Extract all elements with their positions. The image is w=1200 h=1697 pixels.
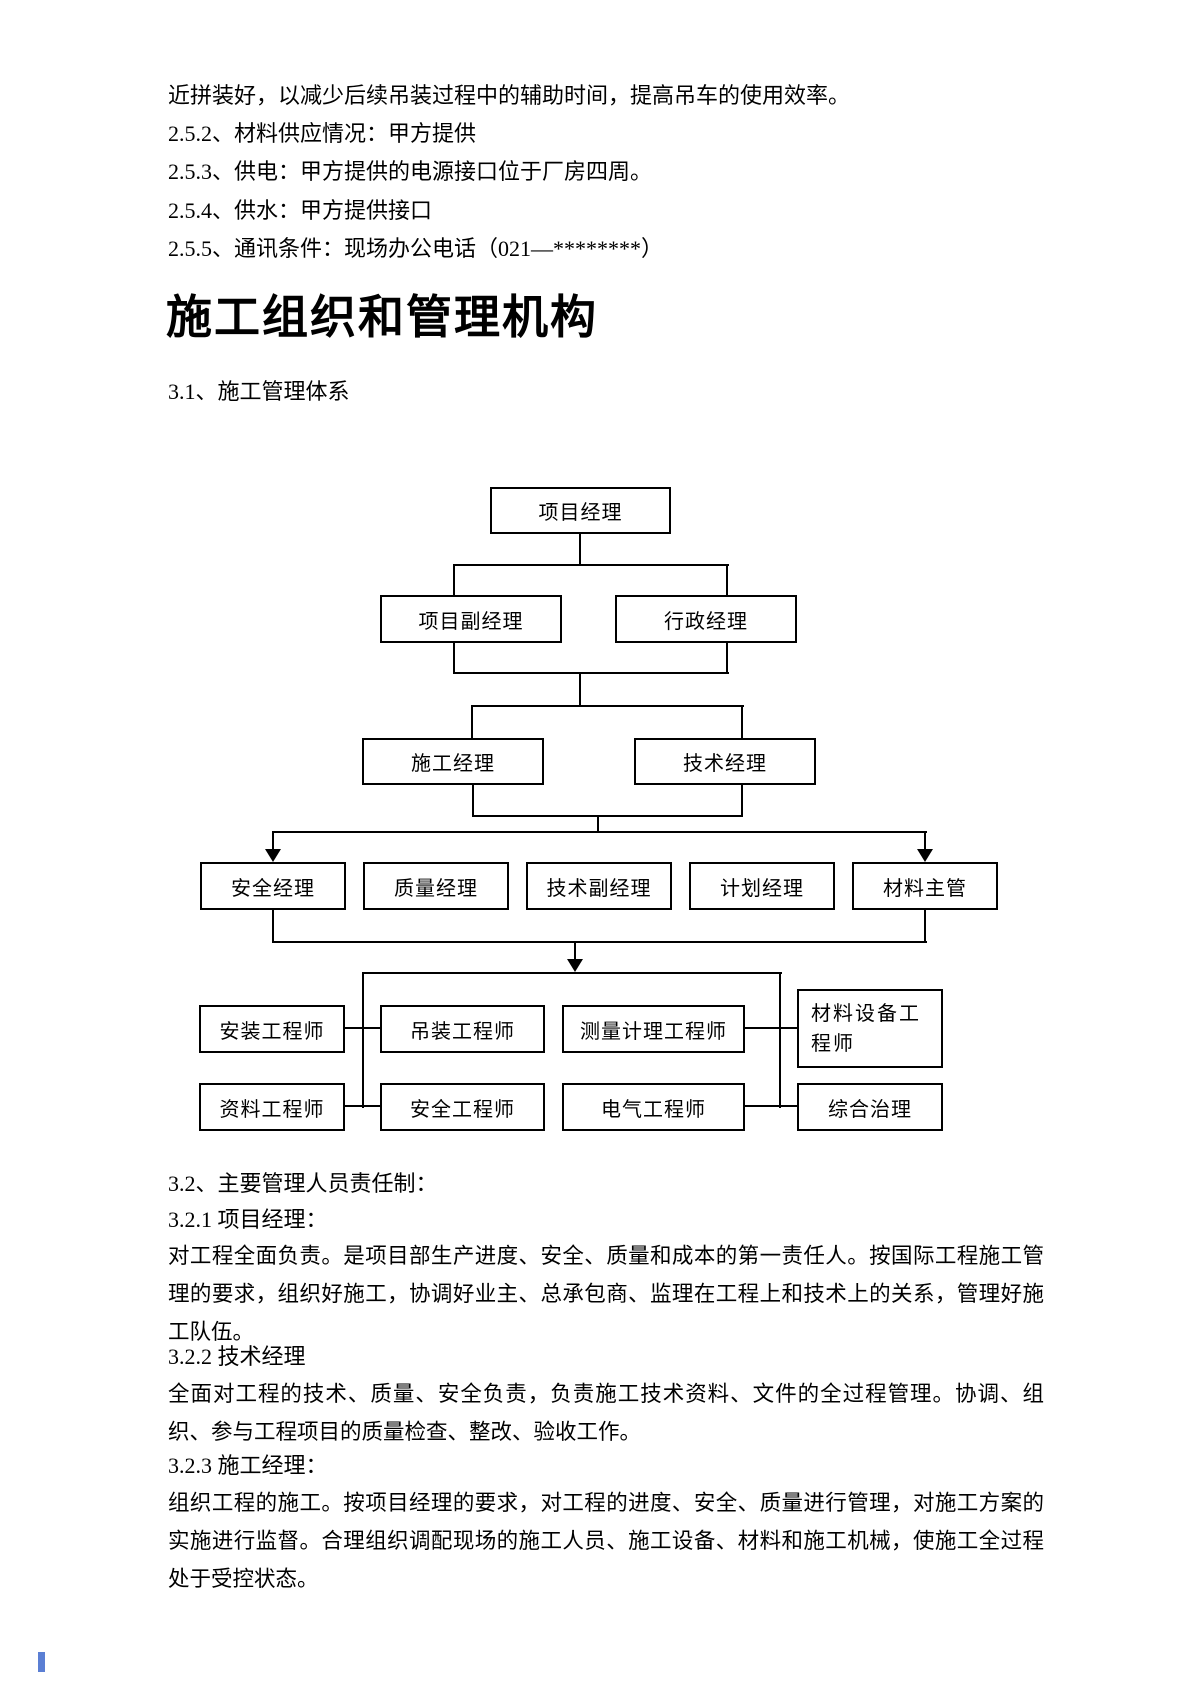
connector — [453, 672, 729, 674]
sub-3-2-1-body: 对工程全面负责。是项目部生产进度、安全、质量和成本的第一责任人。按国际工程施工管… — [168, 1244, 1044, 1344]
connector — [741, 705, 743, 739]
sub-3-2-1-title: 3.2.1 项目经理： — [168, 1207, 328, 1232]
org-box-technical-manager: 技术经理 — [634, 738, 816, 785]
org-box-installation-engineer: 安装工程师 — [199, 1005, 345, 1053]
connector — [345, 1105, 381, 1107]
org-box-deputy-project-manager: 项目副经理 — [380, 595, 562, 643]
item-2-5-2: 2.5.2、材料供应情况：甲方提供 — [168, 121, 477, 146]
connector — [726, 564, 728, 596]
connector — [597, 815, 599, 833]
org-box-lifting-engineer: 吊装工程师 — [380, 1005, 545, 1053]
connector — [779, 972, 781, 1108]
connector — [471, 705, 744, 707]
connector — [579, 534, 581, 566]
connector — [272, 831, 927, 833]
org-box-material-supervisor: 材料主管 — [852, 862, 998, 910]
connector — [924, 910, 926, 943]
connector — [472, 785, 474, 817]
connector — [726, 643, 728, 674]
connector — [745, 1105, 798, 1107]
connector — [453, 564, 729, 566]
org-box-electrical-engineer: 电气工程师 — [562, 1083, 745, 1131]
scan-artifact-mark — [38, 1652, 45, 1672]
connector — [741, 785, 743, 817]
sub-3-2-2-body: 全面对工程的技术、质量、安全负责，负责施工技术资料、文件的全过程管理。协调、组织… — [168, 1382, 1044, 1444]
org-box-safety-engineer: 安全工程师 — [380, 1083, 545, 1131]
org-box-survey-engineer: 测量计理工程师 — [562, 1005, 745, 1053]
item-2-5-5: 2.5.5、通讯条件：现场办公电话（021—********） — [168, 236, 664, 261]
connector — [453, 564, 455, 596]
org-box-document-engineer: 资料工程师 — [199, 1083, 345, 1131]
org-box-quality-manager: 质量经理 — [363, 862, 509, 910]
org-box-deputy-technical-manager: 技术副经理 — [526, 862, 672, 910]
section-3-1-title: 3.1、施工管理体系 — [168, 379, 350, 404]
sub-3-2-3-title: 3.2.3 施工经理： — [168, 1453, 328, 1478]
connector — [272, 910, 274, 943]
connector — [472, 815, 743, 817]
org-box-construction-manager: 施工经理 — [362, 738, 544, 785]
org-box-admin-manager: 行政经理 — [615, 595, 797, 643]
arrow-down-icon — [567, 959, 583, 972]
connector — [345, 1027, 381, 1029]
arrow-down-icon — [917, 849, 933, 862]
org-box-material-equipment-engineer: 材料设备工程师 — [797, 989, 943, 1068]
chapter-heading: 施工组织和管理机构 — [166, 292, 598, 343]
section-3-2-title: 3.2、主要管理人员责任制： — [168, 1171, 438, 1196]
connector — [453, 643, 455, 674]
item-2-5-4: 2.5.4、供水：甲方提供接口 — [168, 198, 433, 223]
connector — [924, 831, 926, 851]
org-box-planning-manager: 计划经理 — [689, 862, 835, 910]
org-box-project-manager: 项目经理 — [490, 487, 671, 534]
org-box-safety-manager: 安全经理 — [200, 862, 346, 910]
connector — [579, 672, 581, 707]
item-2-5-3: 2.5.3、供电：甲方提供的电源接口位于厂房四周。 — [168, 159, 653, 184]
connector — [362, 972, 364, 1108]
intro-line: 近拼装好，以减少后续吊装过程中的辅助时间，提高吊车的使用效率。 — [168, 83, 851, 108]
connector — [272, 831, 274, 851]
sub-3-2-2-title: 3.2.2 技术经理 — [168, 1344, 306, 1369]
connector — [272, 941, 927, 943]
connector — [745, 1027, 798, 1029]
sub-3-2-3-body: 组织工程的施工。按项目经理的要求，对工程的进度、安全、质量进行管理，对施工方案的… — [168, 1491, 1044, 1591]
connector — [362, 972, 782, 974]
connector — [574, 941, 576, 961]
connector — [471, 705, 473, 739]
org-box-comprehensive-management: 综合治理 — [797, 1083, 943, 1131]
arrow-down-icon — [265, 849, 281, 862]
